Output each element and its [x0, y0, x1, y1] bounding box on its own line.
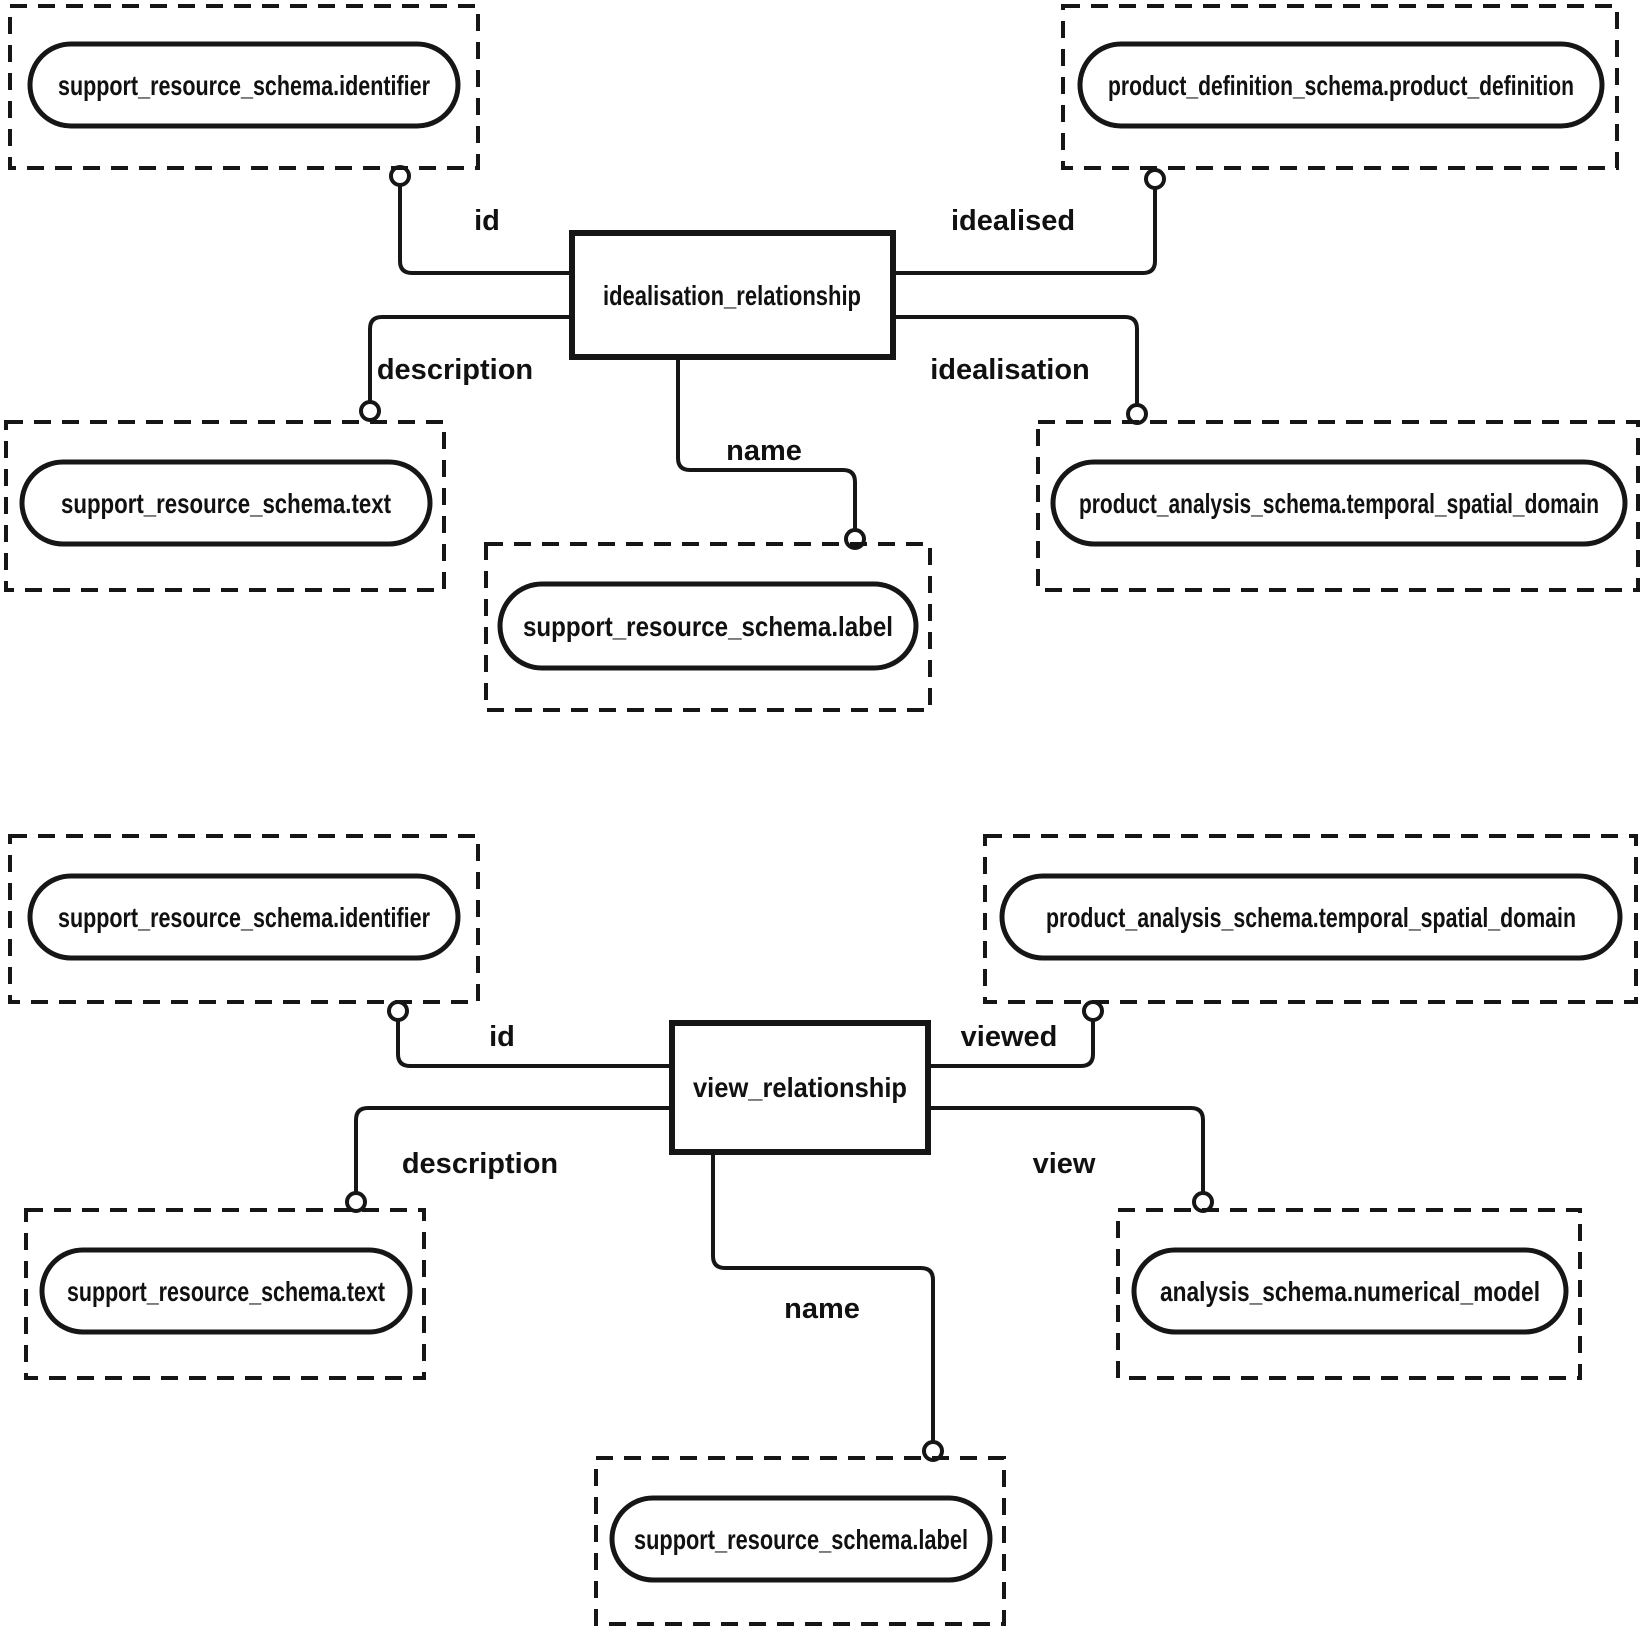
type-label: product_analysis_schema.temporal_spatial…: [1079, 488, 1599, 519]
node-support-resource-schema-label: support_resource_schema.label: [484, 542, 932, 712]
wire-idealisation: [893, 315, 1139, 405]
attr-label-viewed: viewed: [961, 1021, 1058, 1053]
node-support-resource-schema-identifier: support_resource_schema.identifier: [8, 834, 480, 1004]
wire-id: [398, 185, 572, 275]
type-stadium: [999, 873, 1623, 961]
view-relationship-diagram: id viewed description view name view_rel…: [8, 834, 1638, 1626]
type-stadium: [1131, 1247, 1569, 1335]
type-label: product_definition_schema.product_defini…: [1108, 70, 1574, 101]
type-stadium: [609, 1495, 993, 1583]
wire-name: [711, 1152, 935, 1442]
node-product-analysis-schema-temporal-spatial-domain: product_analysis_schema.temporal_spatial…: [983, 834, 1638, 1004]
wire-name: [676, 357, 857, 530]
attr-label-name: name: [784, 1293, 860, 1325]
node-support-resource-schema-text: support_resource_schema.text: [24, 1208, 426, 1380]
type-stadium: [1077, 41, 1605, 129]
port-viewed: [1082, 1000, 1104, 1022]
port-idealised: [1144, 168, 1166, 190]
entity-rect: [669, 1020, 931, 1155]
page-ref-frame: [983, 834, 1638, 1004]
wire-description: [354, 1106, 672, 1193]
attr-label-idealisation: idealisation: [930, 354, 1090, 386]
page-ref-frame: [4, 420, 446, 592]
attr-label-name: name: [726, 435, 802, 467]
attr-label-description: description: [402, 1148, 558, 1180]
port-description: [359, 400, 381, 422]
node-support-resource-schema-text: support_resource_schema.text: [4, 420, 446, 592]
type-label: support_resource_schema.identifier: [58, 902, 430, 933]
wire-view: [928, 1106, 1205, 1193]
idealisation-relationship-diagram: id idealised description idealisation na…: [4, 4, 1640, 712]
page-ref-frame: [8, 4, 480, 170]
attr-label-id: id: [489, 1021, 515, 1053]
wire-id: [396, 1020, 672, 1068]
port-id: [387, 1000, 409, 1022]
wire-description: [368, 315, 572, 402]
type-label: analysis_schema.numerical_model: [1160, 1276, 1540, 1307]
type-label: support_resource_schema.identifier: [58, 70, 430, 101]
type-stadium: [1050, 459, 1628, 547]
entity-label: idealisation_relationship: [603, 280, 861, 311]
type-stadium: [27, 873, 461, 961]
type-stadium: [39, 1247, 413, 1335]
entity-idealisation-relationship: idealisation_relationship: [569, 230, 896, 360]
entity-view-relationship: view_relationship: [669, 1020, 931, 1155]
page-ref-frame: [1116, 1208, 1582, 1380]
node-support-resource-schema-label: support_resource_schema.label: [594, 1456, 1006, 1626]
wire-idealised: [893, 188, 1157, 275]
port-description: [345, 1191, 367, 1213]
attr-label-view: view: [1033, 1148, 1096, 1180]
page-ref-frame: [594, 1456, 1006, 1626]
type-label: support_resource_schema.label: [523, 611, 893, 642]
type-stadium: [497, 581, 919, 671]
attr-label-id: id: [474, 205, 500, 237]
attr-label-idealised: idealised: [951, 205, 1075, 237]
type-stadium: [27, 41, 461, 129]
page-ref-frame: [24, 1208, 426, 1380]
node-analysis-schema-numerical-model: analysis_schema.numerical_model: [1116, 1208, 1582, 1380]
node-product-analysis-schema-temporal-spatial-domain: product_analysis_schema.temporal_spatial…: [1036, 420, 1640, 592]
page-ref-frame: [484, 542, 932, 712]
entity-label: view_relationship: [693, 1072, 907, 1103]
page-ref-frame: [1061, 4, 1619, 170]
page-ref-frame: [1036, 420, 1640, 592]
wire-viewed: [928, 1020, 1095, 1068]
type-label: support_resource_schema.text: [61, 488, 391, 519]
node-product-definition-schema-product-definition: product_definition_schema.product_defini…: [1061, 4, 1619, 170]
attr-label-description: description: [377, 354, 533, 386]
type-label: product_analysis_schema.temporal_spatial…: [1046, 902, 1576, 933]
entity-rect: [569, 230, 896, 360]
type-label: support_resource_schema.label: [634, 1524, 968, 1555]
type-stadium: [19, 459, 433, 547]
type-label: support_resource_schema.text: [67, 1276, 385, 1307]
page-ref-frame: [8, 834, 480, 1004]
node-support-resource-schema-identifier: support_resource_schema.identifier: [8, 4, 480, 170]
